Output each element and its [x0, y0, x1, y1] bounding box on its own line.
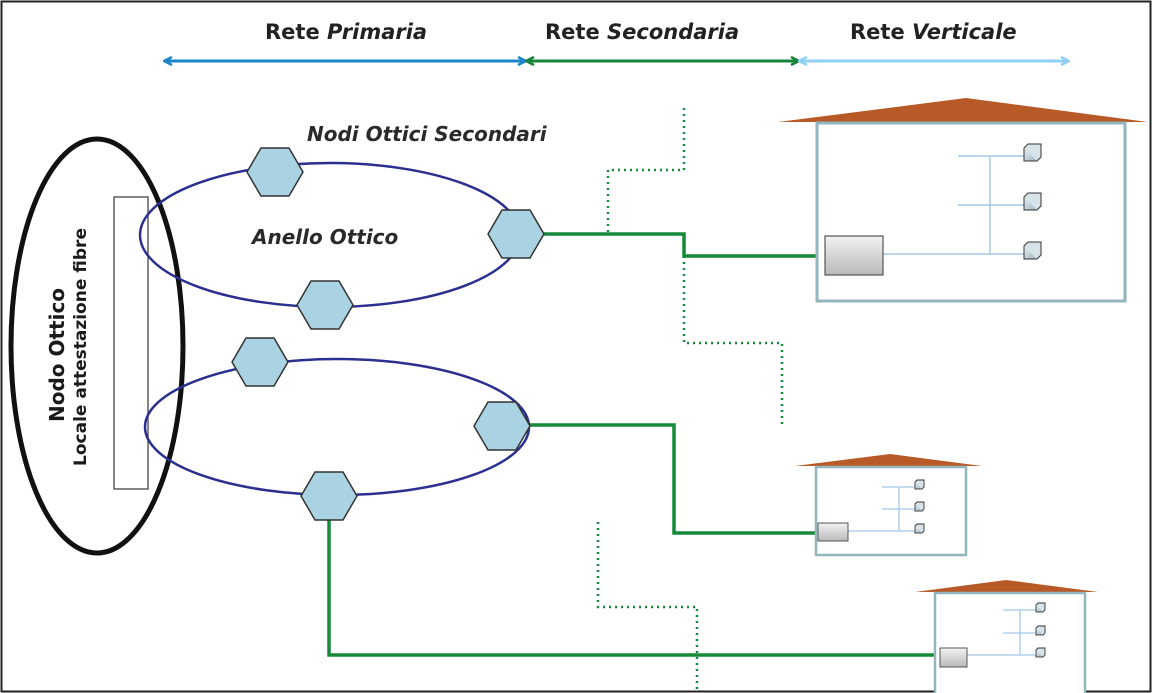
terminal-cube-icon [1035, 647, 1046, 658]
fiber-link-building-2 [530, 423, 818, 535]
roof-icon [795, 454, 982, 466]
boundary-line-top [606, 108, 686, 234]
terminal-cube-icon [1023, 143, 1042, 162]
building-termination-box [817, 522, 849, 542]
fiber-link-building-1 [544, 232, 825, 258]
fiber-connections [327, 232, 940, 657]
boundary-line-middle [682, 256, 784, 428]
building-small [915, 580, 1098, 693]
hexagon-node-icon [296, 280, 354, 330]
hexagon-node-icon [487, 209, 545, 259]
boundary-dotted-lines [596, 108, 784, 692]
header-rete-primaria: Rete Primaria [265, 20, 427, 44]
building-wall [933, 591, 1087, 693]
hexagon-node-icon [473, 401, 531, 451]
building-termination-box [939, 647, 968, 668]
nodi-ottici-secondari-label: Nodi Ottici Secondari [307, 122, 548, 146]
hexagon-node-icon [231, 337, 289, 387]
nodo-ottico-label: Nodo Ottico [45, 288, 69, 422]
terminal-cube-icon [1035, 602, 1046, 613]
anello-ottico-label: Anello Ottico [250, 225, 399, 249]
terminal-cube-icon [1023, 241, 1042, 260]
terminal-cube-icon [914, 479, 925, 490]
terminal-cube-icon [914, 523, 925, 534]
locale-attestazione-label: Locale attestazione fibre [71, 228, 91, 466]
fiber-link-building-3 [327, 520, 940, 657]
roof-icon [915, 580, 1098, 592]
building-wall [814, 465, 968, 557]
boundary-line-bottom [596, 522, 699, 692]
header-rete-secondaria: Rete Secondaria [545, 20, 739, 44]
riser-lines [883, 155, 1028, 255]
riser-lines [848, 486, 916, 532]
building-large [778, 98, 1148, 303]
terminal-cube-icon [914, 501, 925, 512]
building-termination-box [824, 235, 884, 276]
building-medium [795, 454, 982, 557]
fiber-termination-panel [113, 196, 149, 490]
header-rete-verticale: Rete Verticale [850, 20, 1017, 44]
roof-icon [778, 98, 1148, 122]
hexagon-node-icon [300, 471, 358, 521]
nodo-ottico-ellipse [8, 136, 186, 556]
secondary-nodes [231, 147, 545, 521]
hexagon-node-icon [246, 147, 304, 197]
riser-lines [967, 609, 1037, 656]
terminal-cube-icon [1023, 192, 1042, 211]
terminal-cube-icon [1035, 625, 1046, 636]
